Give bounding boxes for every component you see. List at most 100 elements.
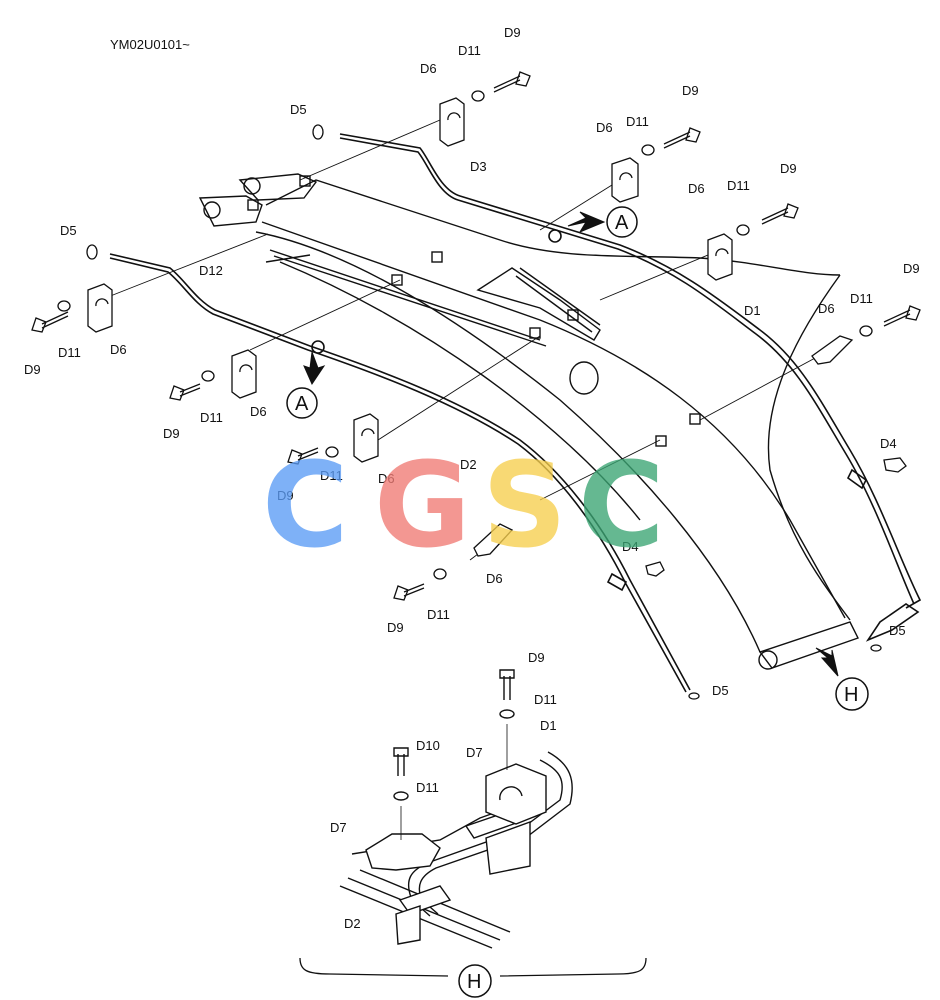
label-d10: D10 [416, 738, 440, 753]
clamp-d6-g [811, 335, 854, 365]
label-d2: D2 [460, 457, 477, 472]
label-d11: D11 [458, 43, 481, 58]
label-d9: D9 [277, 488, 294, 503]
watermark-letter: C [262, 436, 349, 574]
label-d11: D11 [200, 410, 223, 425]
drawing-code: YM02U0101~ [110, 37, 190, 52]
bolt-d9-c [761, 203, 799, 225]
label-d9: D9 [780, 161, 797, 176]
callout-a2: A [295, 393, 309, 415]
oring-d5-b [86, 244, 98, 260]
oring-d5-d [870, 644, 882, 652]
watermark-letter: C [578, 436, 665, 574]
bolt-d9-b [663, 127, 701, 149]
clamp-d6-c [707, 233, 733, 281]
label-d5: D5 [290, 102, 307, 117]
callout-h2: H [467, 971, 481, 993]
label-d11: D11 [534, 692, 557, 707]
bolt-d9-a [493, 71, 531, 93]
plug-d4-b [645, 561, 665, 577]
label-d4: D4 [880, 436, 897, 451]
label-d12: D12 [199, 263, 223, 278]
watermark-letter: S [482, 436, 567, 574]
label-d9: D9 [682, 83, 699, 98]
label-d3: D3 [470, 159, 487, 174]
label-d7: D7 [466, 745, 483, 760]
washer-d11-detail-b [393, 791, 409, 801]
bolt-d9-e [883, 305, 921, 327]
washer-d11-d [57, 300, 71, 312]
label-d2: D2 [344, 916, 361, 931]
arrow-a2 [303, 351, 326, 386]
label-d6: D6 [688, 181, 705, 196]
label-d11: D11 [58, 345, 81, 360]
clamp-d6-d [87, 283, 113, 333]
pipe-d3 [339, 133, 922, 609]
label-d6: D6 [818, 301, 835, 316]
label-d4: D4 [622, 539, 639, 554]
label-d5: D5 [889, 623, 906, 638]
clamp-d6-a [439, 97, 465, 147]
label-d9: D9 [528, 650, 545, 665]
label-d7: D7 [330, 820, 347, 835]
clamp-d6-h [473, 523, 514, 557]
label-d5: D5 [712, 683, 729, 698]
bolt-d10-detail [393, 747, 409, 776]
bolt-d9-detail [499, 669, 515, 700]
clamp-d7-lower [365, 833, 441, 871]
label-d11: D11 [727, 178, 750, 193]
label-d1: D1 [540, 718, 557, 733]
arrow-h1 [815, 647, 839, 677]
washer-d11-c [736, 224, 750, 236]
arrow-a1 [567, 211, 606, 234]
washer-d11-f [201, 370, 215, 382]
pipe-d12 [109, 253, 691, 691]
callout-a1: A [615, 212, 629, 234]
bolt-d9-g [287, 447, 319, 465]
washer-d11-b [641, 144, 655, 156]
washer-d11-e [859, 325, 873, 337]
label-d1: D1 [744, 303, 761, 318]
watermark-letter: G [374, 436, 471, 574]
label-d6: D6 [110, 342, 127, 357]
label-d11: D11 [416, 780, 439, 795]
watermark-logo: C G S C [262, 436, 665, 574]
label-d6: D6 [596, 120, 613, 135]
clamp-d6-b [611, 157, 639, 203]
label-d11: D11 [626, 114, 649, 129]
label-d11: D11 [320, 468, 343, 483]
label-d5: D5 [60, 223, 77, 238]
label-d6: D6 [250, 404, 267, 419]
washer-d11-h [433, 568, 447, 580]
bolt-d9-d [31, 311, 69, 333]
pipe-lines [89, 119, 922, 693]
washer-d11-g [325, 446, 339, 458]
callout-h1: H [844, 684, 858, 706]
view-arrows [303, 211, 839, 677]
label-d9: D9 [387, 620, 404, 635]
clamp-d6-f [353, 413, 379, 463]
label-d9: D9 [504, 25, 521, 40]
label-d6: D6 [378, 471, 395, 486]
label-d9: D9 [163, 426, 180, 441]
bolt-d9-f [169, 383, 201, 401]
label-d11: D11 [427, 607, 450, 622]
oring-d5-a [312, 124, 324, 140]
callout-circles [286, 206, 869, 998]
label-d9: D9 [24, 362, 41, 377]
clamp-d6-e [231, 349, 257, 399]
boom-body [198, 173, 859, 670]
washer-d11-a [471, 90, 485, 102]
oring-d5-c [688, 692, 700, 700]
label-d6: D6 [420, 61, 437, 76]
bolt-d9-h [393, 583, 425, 601]
plug-d4-a [883, 457, 907, 473]
detail-h [339, 669, 573, 949]
washer-d11-detail-a [499, 709, 515, 719]
label-d6: D6 [486, 571, 503, 586]
part-labels: D9 D11 D6 D5 D3 D9 D11 D6 D9 D11 D6 D5 D… [24, 25, 920, 931]
clamp-blocks [87, 97, 854, 557]
clamp-d7-upper [485, 763, 547, 825]
detail-h-brace [299, 957, 647, 977]
